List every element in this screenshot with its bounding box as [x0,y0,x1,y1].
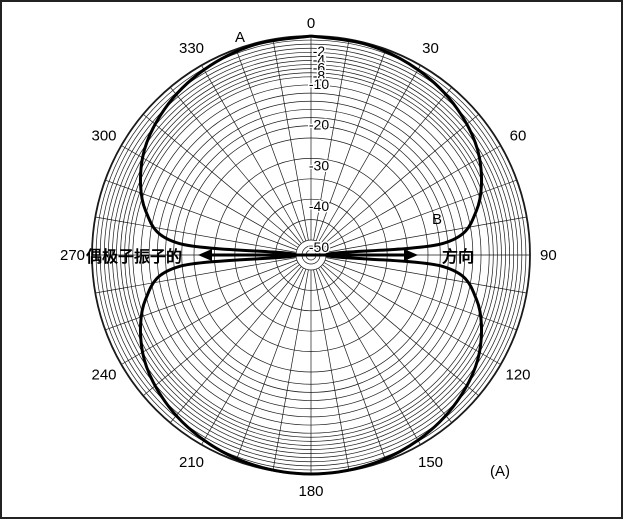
pattern-point [310,35,312,37]
radial-tick-labels: -2-4-6-8-10 -20 -30 -40 -50 [307,42,330,257]
pattern-point [144,298,147,301]
angle-tick-labels: 0 30 60 90 120 150 180 210 240 270 300 330 [60,15,557,500]
pattern-point [478,156,481,159]
grid-spoke [272,39,309,241]
grid-spoke [325,257,527,294]
pattern-point [178,265,180,268]
grid-spoke [169,87,302,244]
grid-spoke [105,179,298,251]
angle-label-300: 300 [91,128,116,145]
radial-label--50: -50 [309,239,329,255]
grid-spoke [324,179,517,251]
pattern-point [310,473,312,475]
grid-spoke [235,49,307,242]
arrowhead-left [198,249,212,261]
pattern-point [366,464,369,467]
pattern-series [138,34,484,476]
pattern-point [366,43,369,46]
angle-label-210: 210 [179,454,204,471]
radial-label--20: -20 [309,117,329,133]
grid-spoke [324,259,517,331]
pattern-point [163,400,166,403]
pattern-point [417,68,419,71]
arrowhead-right [404,249,418,261]
angle-label-120: 120 [505,367,530,384]
angle-label-180: 180 [298,483,323,500]
radial-label--8: -8 [313,68,326,84]
annotations: A B 偶极子振子的 方向 (A) [86,29,510,480]
point-a-label: A [235,29,245,46]
pattern-point [203,439,205,442]
grid-spoke [313,269,350,471]
dipole-axis-left-label: 偶极子振子的 [86,247,182,266]
grid-spoke [95,257,297,294]
angle-label-330: 330 [179,40,204,57]
pattern-point [144,209,147,212]
pattern-point [253,464,256,467]
radial-label--6: -6 [313,60,326,76]
radial-label--4: -4 [313,51,326,67]
grid-spoke [121,145,299,248]
grid-spoke [235,268,307,461]
pattern-point [442,242,444,245]
grid-spoke [320,266,453,423]
pattern-point [475,209,478,212]
pattern-point [417,439,419,442]
radial-label--10: -10 [309,76,329,92]
radial-label--40: -40 [309,198,329,214]
pattern-point [178,242,180,245]
angle-label-270: 270 [60,247,85,264]
grid-spoke [121,262,299,365]
pattern-point [442,265,444,268]
pattern-point [475,298,478,301]
grid-spoke [95,216,297,253]
grid-spoke [318,267,421,445]
radial-label--2: -2 [313,43,326,59]
pattern-point [141,156,144,159]
angle-label-150: 150 [418,454,443,471]
grid-spoke [325,216,527,253]
grid-spoke [322,264,479,397]
grid-spoke [313,39,350,241]
pattern-point [456,400,459,403]
grid-spoke [322,113,479,246]
grid-spoke [318,65,421,243]
pattern-point [478,351,481,354]
grid-spoke [323,262,501,365]
figure-tag: (A) [490,463,510,480]
grid-spoke [201,65,304,243]
angle-label-240: 240 [91,367,116,384]
grid-spoke [143,264,300,397]
pattern-point [141,351,144,354]
pattern-point [203,68,205,71]
radial-label--30: -30 [309,157,329,173]
angle-label-0: 0 [307,15,315,32]
pattern-point [163,107,166,110]
grid-spoke [320,87,453,244]
grid-spoke [105,259,298,331]
pattern-point [253,43,256,46]
grid-spoke [323,145,501,248]
grid-spoke [272,269,309,471]
grid-spoke [315,268,387,461]
pattern-point [456,107,459,110]
grid-spoke [169,266,302,423]
grid-spoke [201,267,304,445]
angle-label-90: 90 [540,247,557,264]
angle-label-60: 60 [510,128,527,145]
dipole-axis-right-label: 方向 [442,247,474,266]
point-b-label: B [432,211,442,228]
grid-spoke [143,113,300,246]
angle-label-30: 30 [422,40,439,57]
dipole-axis-arrow [198,249,418,261]
grid-spoke [315,49,387,242]
